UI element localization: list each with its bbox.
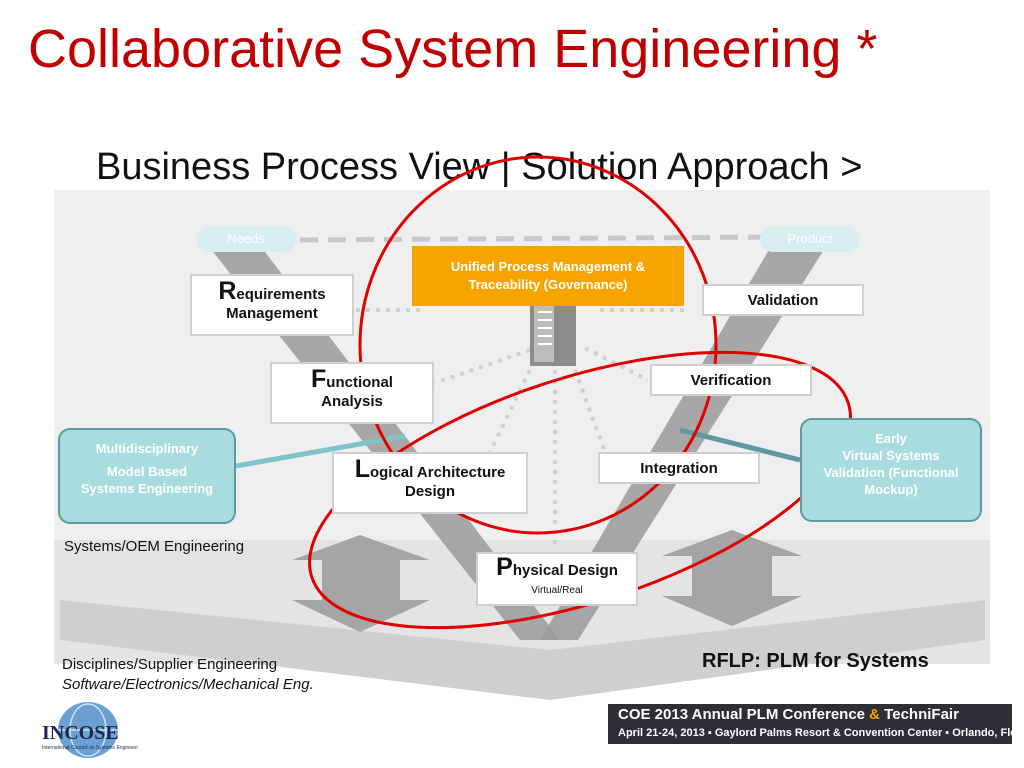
banner-line1a: COE 2013 Annual PLM Conference — [618, 706, 870, 723]
rflp-label: RFLP: PLM for Systems — [702, 650, 929, 672]
left-box-line3: Systems Engineering — [80, 481, 214, 496]
left-box-line2: Model Based — [106, 464, 188, 479]
physical-rest: hysical Design — [512, 562, 618, 579]
requirements-rest: equirements — [236, 286, 326, 303]
functional-line2: Analysis — [321, 393, 383, 410]
slide-title: Collaborative System Engineering * — [28, 19, 878, 79]
right-box-line4: Mockup) — [864, 482, 918, 497]
validation-box: Validation — [702, 284, 864, 316]
physical-sub: Virtual/Real — [531, 585, 583, 596]
right-teal-arrow — [679, 427, 801, 463]
right-box-line3: Validation (Functional — [823, 465, 959, 480]
banner-line1b: TechniFair — [880, 706, 959, 723]
incose-logo-text: INCOSE — [42, 722, 119, 744]
product-label: Product — [760, 226, 860, 252]
needs-label: Needs — [196, 226, 296, 252]
disciplines-italic-label: Software/Electronics/Mechanical Eng. — [62, 676, 314, 693]
banner-line2: April 21-24, 2013 ▪ Gaylord Palms Resort… — [618, 727, 1024, 739]
requirements-management-box: Requirements Management — [190, 274, 354, 336]
verification-box: Verification — [650, 364, 812, 396]
incose-logo-subtext: International Council on Systems Enginee… — [42, 745, 138, 751]
v-bottom-chevron — [60, 600, 985, 700]
requirements-cap: R — [218, 277, 237, 305]
logical-cap: L — [354, 455, 370, 483]
needs-product-line — [299, 234, 781, 243]
right-box-line2: Virtual Systems — [842, 448, 940, 463]
requirements-line2: Management — [226, 305, 318, 322]
banner-amp: & — [869, 706, 881, 723]
systems-oem-label: Systems/OEM Engineering — [64, 538, 245, 555]
physical-design-box: Physical Design Virtual/Real — [476, 552, 638, 606]
disciplines-label: Disciplines/Supplier Engineering — [62, 656, 278, 673]
integration-box: Integration — [598, 452, 760, 484]
server-icon — [530, 300, 576, 366]
v-right-arm — [540, 248, 825, 640]
right-box-line1: Early — [875, 431, 907, 446]
conference-banner: COE 2013 Annual PLM Conference & TechniF… — [608, 704, 1024, 744]
multidisciplinary-mbse-box: Multidisciplinary Model Based Systems En… — [58, 428, 236, 524]
functional-cap: F — [311, 365, 327, 393]
functional-analysis-box: Functional Analysis — [270, 362, 434, 424]
early-virtual-validation-box: Early Virtual Systems Validation (Functi… — [800, 418, 982, 522]
incose-logo: INCOSE International Council on Systems … — [38, 700, 138, 760]
right-up-down-arrow — [662, 530, 802, 626]
functional-rest: unctional — [326, 374, 393, 391]
physical-cap: P — [496, 553, 513, 581]
logical-rest: ogical Architecture — [369, 464, 506, 481]
left-teal-arrow — [235, 433, 406, 469]
red-circle-governance — [358, 155, 718, 535]
left-up-down-arrow — [292, 535, 430, 632]
unified-process-box: Unified Process Management & Traceabilit… — [412, 246, 684, 306]
logical-line2: Design — [404, 483, 455, 500]
logical-architecture-box: Logical Architecture Design — [332, 452, 528, 514]
incose-globe-icon — [58, 702, 118, 758]
left-box-line1: Multidisciplinary — [95, 441, 199, 456]
